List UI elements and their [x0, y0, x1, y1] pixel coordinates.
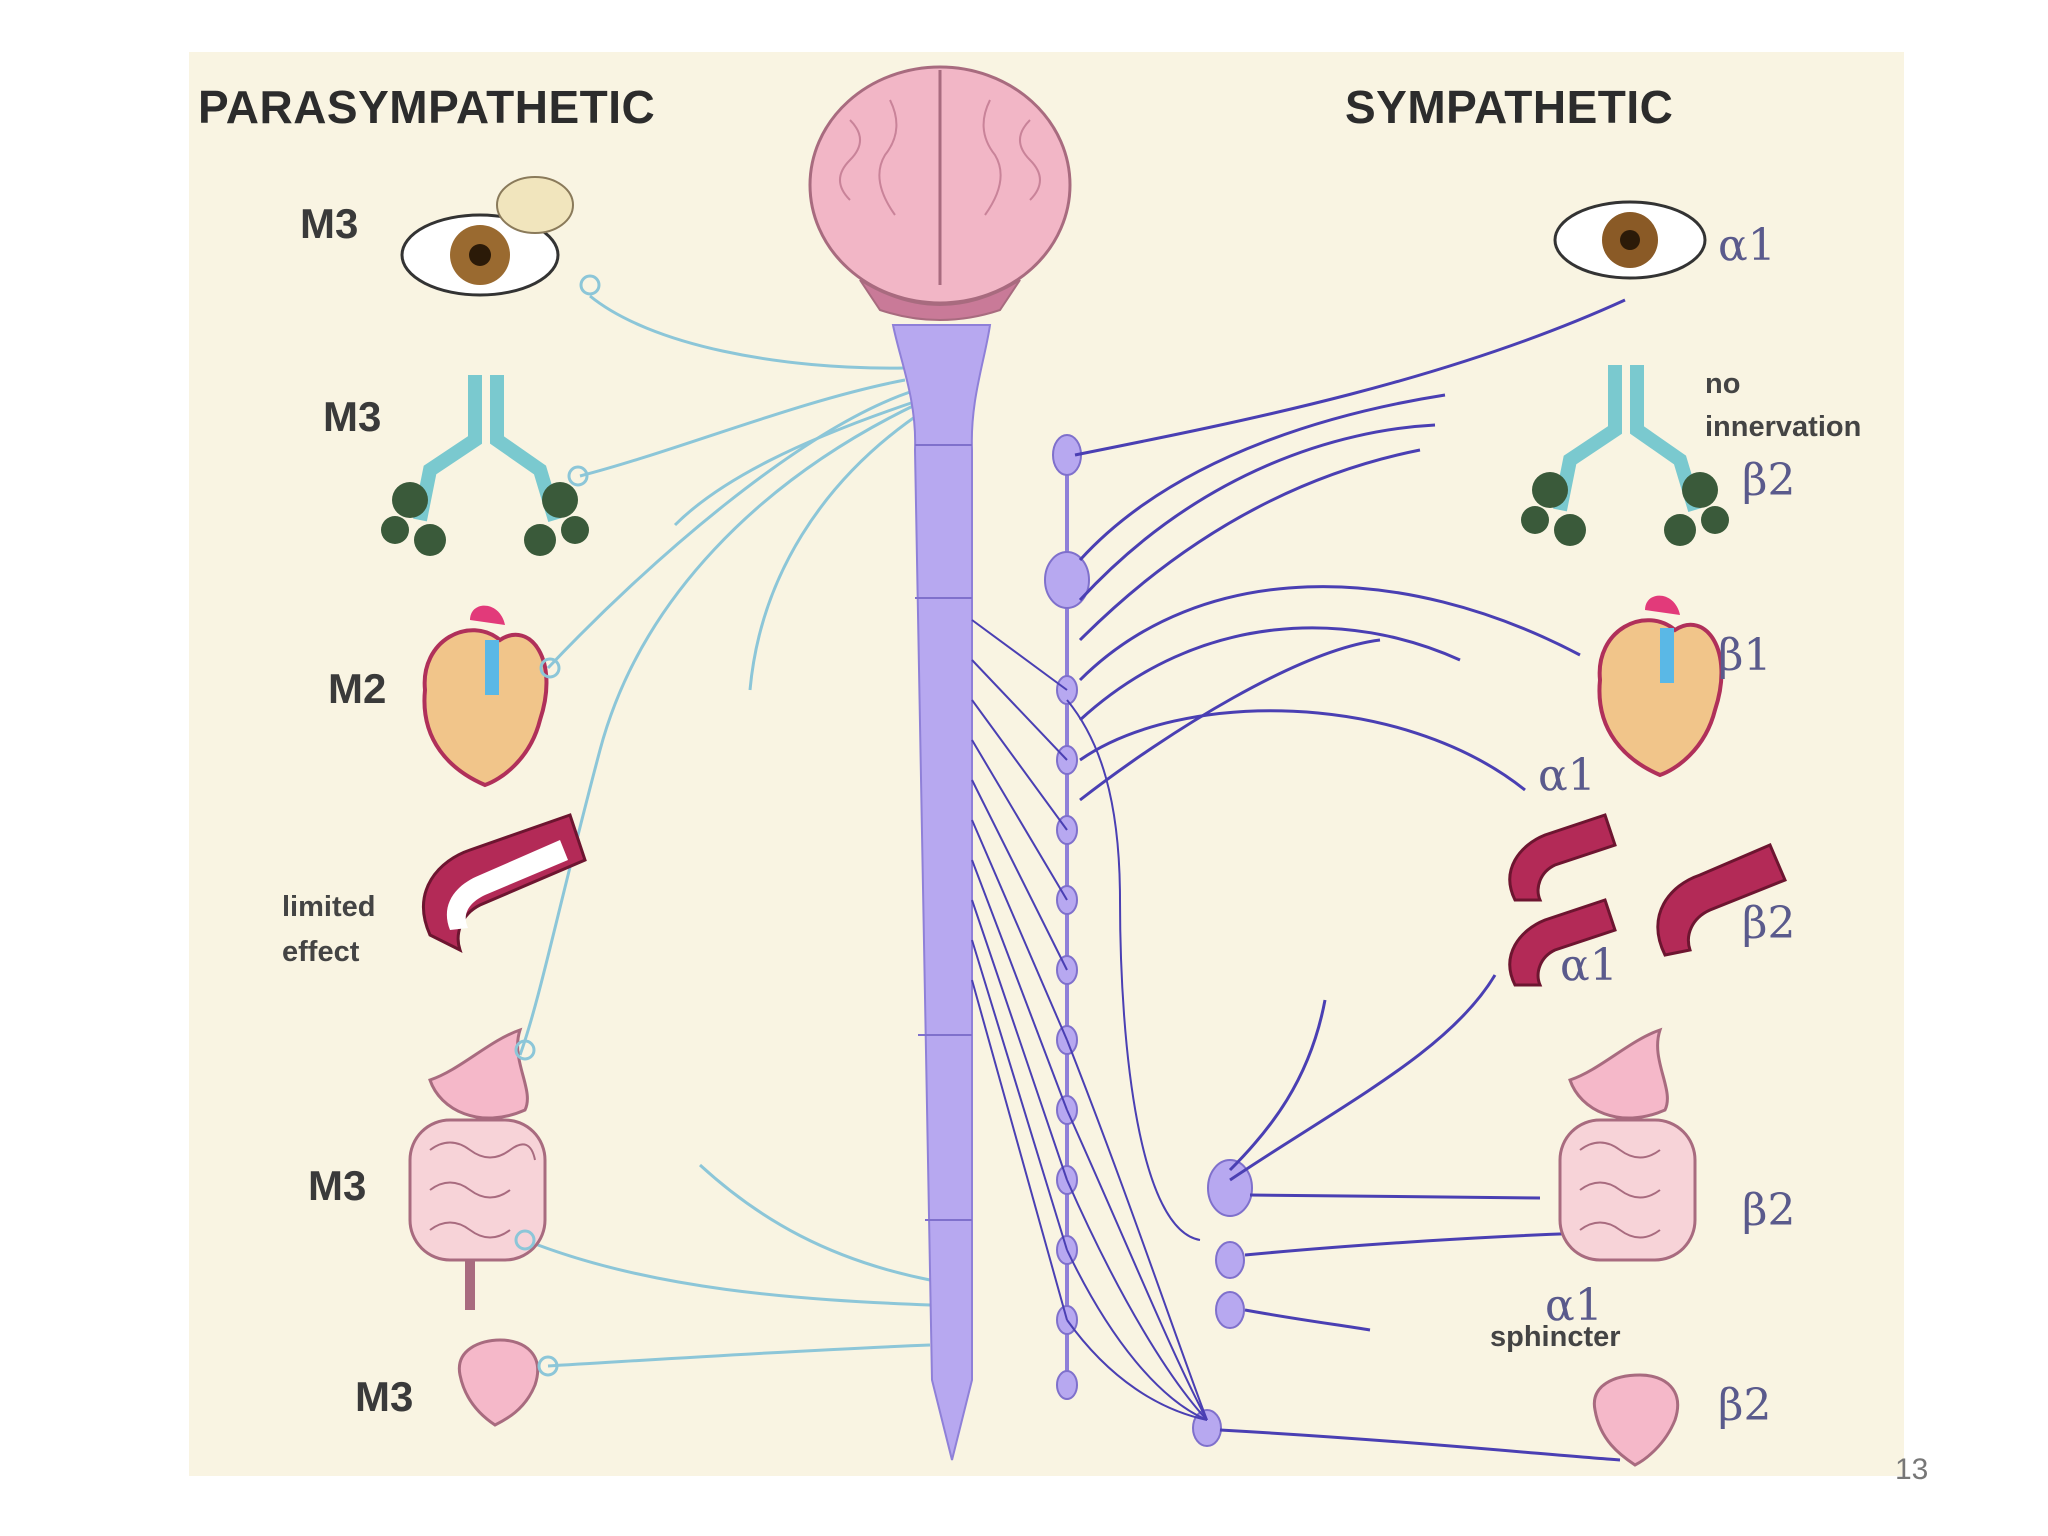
page-number: 13	[1895, 1453, 1929, 1486]
eye-icon-left	[400, 176, 574, 297]
nerve-eye-symp	[1074, 298, 1626, 457]
para-bladder-receptor: M3	[355, 1373, 414, 1420]
nerve-sacral-2	[524, 1238, 931, 1307]
symp-eye-receptor: α1	[1718, 220, 1776, 271]
blood-vessel-icon-left	[422, 813, 587, 953]
nerve-lung-para	[579, 378, 906, 478]
nerve-heart-symp	[1078, 585, 1581, 682]
nerve-branch-1	[673, 398, 921, 527]
heart-icon-right	[1597, 595, 1724, 778]
symp-gut-sphincter-label: sphincter	[1490, 1321, 1621, 1353]
symp-bladder-receptor: β2	[1718, 1380, 1772, 1431]
nerve-bladder-symp	[1219, 1428, 1621, 1462]
eye-icon-right	[1553, 200, 1707, 280]
nerve-vessel-symp	[1079, 709, 1526, 792]
nerve-sacral-1	[698, 1163, 931, 1282]
symp-lungs-receptor: β2	[1742, 455, 1796, 506]
sympathetic-nerves	[971, 298, 1626, 1462]
spinal-cord	[891, 324, 992, 1461]
nerve-heart-para	[546, 390, 911, 670]
gut-icon-left	[408, 1027, 547, 1310]
para-vessel-note-1: limited	[282, 891, 376, 923]
symp-vessel-right-receptor: β2	[1742, 898, 1796, 949]
para-lungs-receptor: M3	[323, 393, 382, 440]
symp-heart-receptor: β1	[1718, 630, 1772, 681]
symp-vessel-mid-receptor: α1	[1560, 940, 1618, 991]
parasympathetic-nerves	[518, 294, 931, 1368]
lungs-icon-right	[1521, 365, 1729, 546]
nerve-vessel-mid	[1229, 974, 1497, 1182]
bladder-icon-left	[457, 1338, 540, 1427]
symp-gut-receptor: β2	[1742, 1185, 1796, 1236]
bladder-icon-right	[1592, 1373, 1680, 1467]
gut-icon-right	[1558, 1027, 1697, 1262]
heart-icon-left	[422, 605, 549, 788]
nerve-bladder-para	[547, 1343, 931, 1368]
symp-lungs-note-2: innervation	[1705, 411, 1862, 443]
symp-gut-sphincter-receptor: α1	[1545, 1280, 1603, 1331]
blood-vessel-icon-right-large	[1656, 843, 1787, 957]
para-vessel-note-2: effect	[282, 936, 360, 968]
parasympathetic-header: PARASYMPATHETIC	[198, 81, 656, 133]
symp-vessel-top-receptor: α1	[1538, 750, 1596, 801]
nerve-gut-para	[518, 403, 916, 1056]
para-heart-receptor: M2	[328, 665, 387, 712]
blood-vessel-icon-right-mid	[1508, 898, 1617, 987]
para-receptor-endings	[514, 274, 601, 1377]
para-gut-receptor: M3	[308, 1162, 367, 1209]
para-eye-receptor: M3	[300, 200, 359, 247]
nerve-gut-symp	[1249, 1193, 1541, 1200]
nerve-eye-para	[589, 294, 906, 370]
brain-icon	[808, 65, 1072, 321]
nerve-branch-2	[748, 408, 926, 691]
symp-lungs-note-1: no	[1705, 368, 1741, 400]
lungs-icon-left	[381, 375, 589, 556]
blood-vessel-icon-right-top	[1508, 813, 1617, 902]
sympathetic-header: SYMPATHETIC	[1345, 81, 1674, 133]
